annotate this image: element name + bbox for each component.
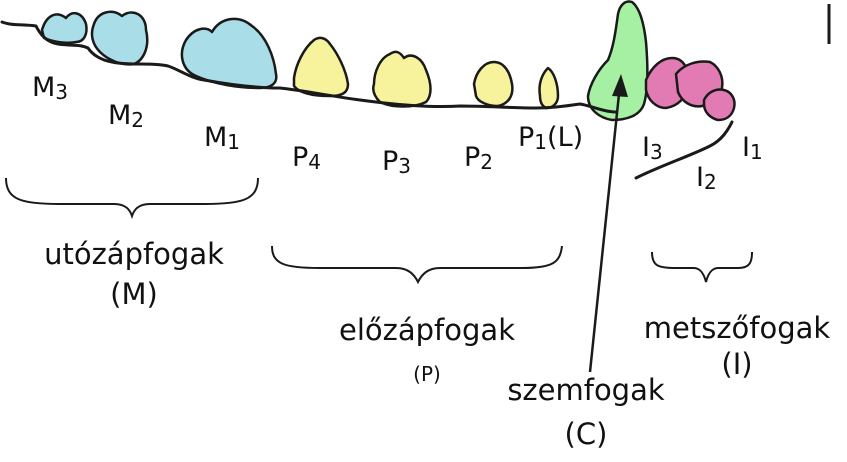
group-premolars-name: előzápfogak [339, 313, 515, 347]
premolar-p3-crown [372, 50, 432, 108]
canine-pointer-line [588, 93, 621, 373]
molar-m2-crown [90, 10, 149, 66]
group-molars-abbr: (M) [110, 277, 158, 311]
label-i3: I3 [642, 132, 663, 164]
premolar-p1-crown [538, 66, 560, 110]
molar-brace [5, 177, 259, 220]
label-i2: I2 [696, 162, 717, 194]
label-m1: M1 [204, 122, 241, 154]
upper-gum-line [0, 20, 618, 114]
incisor-i1-crown [702, 88, 736, 122]
label-p4: P4 [292, 142, 322, 174]
premolar-p4-crown [292, 36, 350, 98]
label-p3: P3 [382, 146, 412, 178]
label-m3: M3 [32, 72, 69, 104]
group-molars-name: utózápfogak [44, 237, 224, 271]
premolar-p2-crown [472, 60, 514, 108]
incisor-brace [651, 251, 753, 283]
label-i1: I1 [742, 132, 763, 164]
group-canines-name: szemfogak [507, 373, 665, 407]
label-m2: M2 [108, 100, 145, 132]
incisor-jaw-line [634, 120, 734, 180]
group-premolars-abbr: (P) [413, 362, 441, 386]
group-incisors-name: metszőfogak [643, 311, 831, 345]
label-p1: P1(L) [518, 122, 584, 154]
label-p2: P2 [464, 142, 494, 174]
canine-pointer-arrowhead [612, 74, 628, 97]
group-canines-abbr: (C) [564, 417, 608, 451]
premolar-brace [271, 245, 563, 285]
molar-m1-crown [180, 17, 278, 90]
group-incisors-abbr: (I) [721, 347, 753, 381]
molar-m3-crown [40, 11, 88, 45]
